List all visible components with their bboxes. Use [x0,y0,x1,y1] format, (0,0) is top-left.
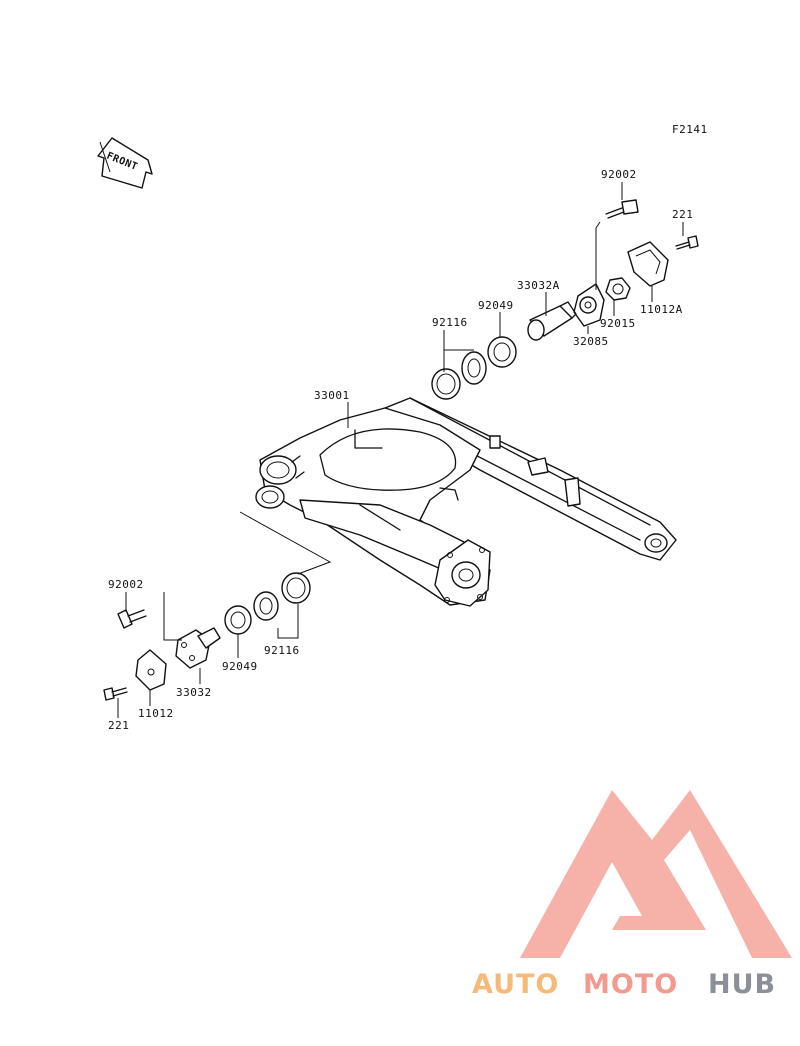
watermark-auto: AUTO [472,969,559,1000]
nut-92015 [605,277,631,301]
callout-92015: 92015 [600,317,636,330]
callout-92116-bot: 92116 [264,644,300,657]
screw-221-bot [103,687,128,701]
callout-32085: 32085 [573,335,609,348]
front-arrow-icon [97,137,153,189]
callout-11012: 11012 [138,707,174,720]
cap-11012A [627,241,669,287]
callout-33032: 33032 [176,686,212,699]
bearing-92116-bot [253,572,311,621]
callout-92049-bot: 92049 [222,660,258,673]
callout-92116-top: 92116 [432,316,468,329]
cap-11012 [135,649,167,691]
shaft-33032 [175,627,221,669]
figure-code: F2141 [672,123,708,136]
bolt-92002-bot [117,609,147,629]
leader-lines [117,182,684,718]
callout-33032A: 33032A [517,279,560,292]
callout-33001: 33001 [314,389,350,402]
callout-92049-top: 92049 [478,299,514,312]
callout-221-bot: 221 [108,719,129,732]
plate-32085 [573,283,605,327]
shaft-33032A [527,301,577,341]
callout-11012A: 11012A [640,303,683,316]
watermark-moto: MOTO [583,969,678,1000]
watermark-hub: HUB [708,969,776,1000]
swingarm-33001 [255,397,677,607]
automotohub-logo-icon [520,790,792,958]
seal-92049-bot [224,605,252,635]
bearing-92116-top [431,351,487,400]
callout-92002-top: 92002 [601,168,637,181]
callout-92002-bot: 92002 [108,578,144,591]
screw-221-top [675,235,699,250]
bolt-92002-top [605,199,639,219]
callout-221-top: 221 [672,208,693,221]
seal-92049-top [487,336,517,368]
